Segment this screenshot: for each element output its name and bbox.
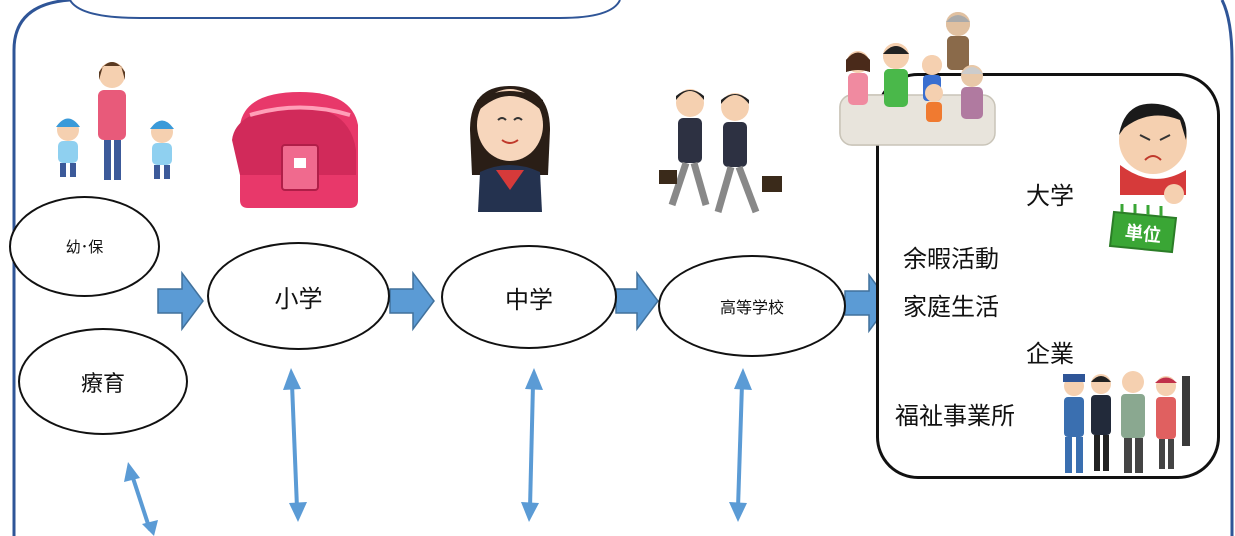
flow-arrow [615, 270, 659, 332]
student-illustration [470, 86, 550, 212]
outcome-welfare-office: 福祉事業所 [895, 402, 1015, 430]
credit-sign-label-overlay: 単位 [1124, 221, 1162, 247]
node-therapy: 療育 [18, 328, 188, 435]
family-illustration-overlay [839, 12, 996, 146]
outer-frame-right [1220, 0, 1234, 536]
node-junior-high: 中学 [441, 245, 617, 349]
outer-frame [12, 0, 71, 536]
node-kindergarten: 幼･保 [9, 196, 160, 297]
workers-overlay [1063, 371, 1190, 473]
flow-arrow [389, 270, 435, 332]
node-junior-high-label: 中学 [505, 285, 553, 314]
double-arrow [283, 368, 307, 522]
node-kindergarten-label: 幼･保 [65, 238, 104, 256]
worried-student-overlay: 単位 [1108, 103, 1187, 254]
outcome-home-life: 家庭生活 [903, 293, 999, 321]
node-high-school: 高等学校 [658, 255, 846, 357]
outcome-university: 大学 [1026, 182, 1074, 210]
node-high-school-label: 高等学校 [719, 298, 784, 317]
outcome-company: 企業 [1026, 340, 1074, 368]
teacher-children-illustration [56, 62, 174, 180]
node-elementary: 小学 [207, 242, 390, 350]
backpack-illustration [232, 92, 358, 208]
top-banner-edge [69, 0, 621, 19]
node-elementary-label: 小学 [274, 284, 323, 313]
double-arrow [729, 368, 752, 522]
outcome-leisure: 余暇活動 [903, 245, 999, 273]
double-arrow [521, 368, 543, 522]
high-school-boys-illustration [659, 89, 782, 214]
double-arrow [124, 462, 158, 536]
node-therapy-label: 療育 [80, 371, 125, 397]
flow-arrow [157, 270, 204, 332]
